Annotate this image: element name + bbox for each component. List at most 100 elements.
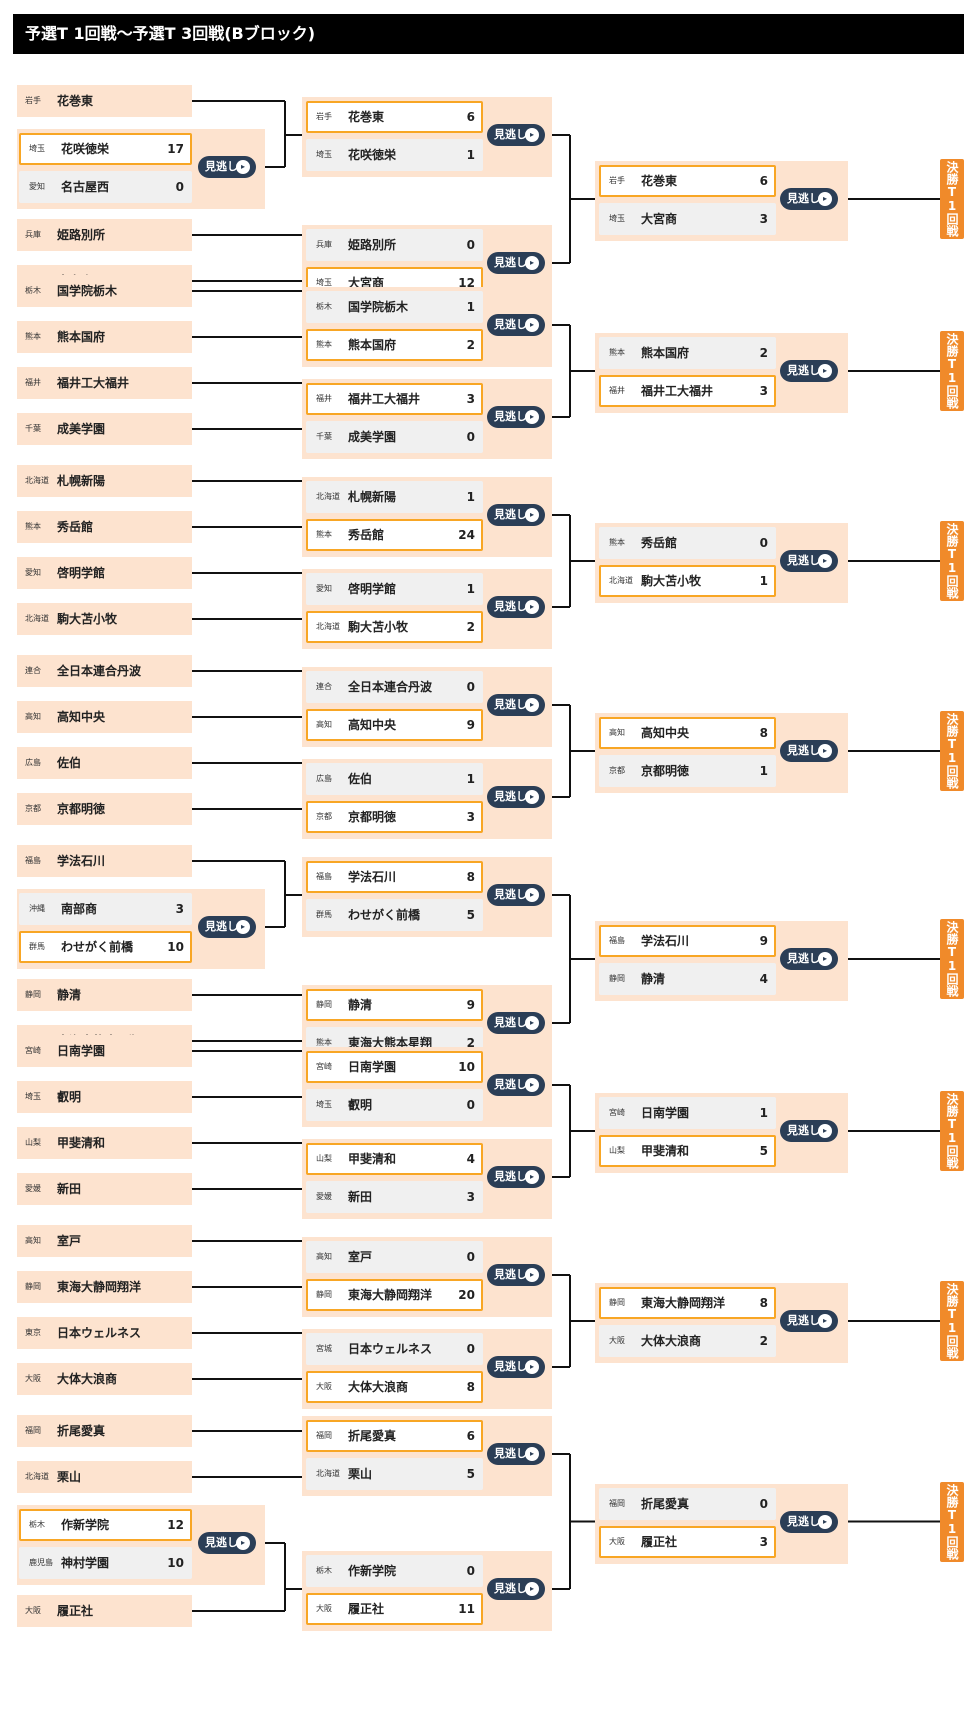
team-prefecture: 北海道: [25, 476, 49, 485]
team-name: 高知中央: [57, 710, 106, 724]
team-name: 駒大苫小牧: [641, 574, 702, 588]
watch-replay-label: 見逃し: [494, 1078, 527, 1091]
team-prefecture: 高知: [25, 712, 41, 721]
team-score: 1: [759, 1106, 768, 1120]
team-name: 高知中央: [641, 726, 690, 740]
team-prefecture: 高知: [609, 728, 625, 737]
team-score: 1: [759, 574, 768, 588]
watch-replay-button[interactable]: 見逃し▸: [487, 694, 545, 716]
watch-replay-label: 見逃し: [494, 318, 527, 331]
watch-replay-button[interactable]: 見逃し▸: [780, 1120, 838, 1142]
team-score: 1: [466, 772, 475, 786]
team-score: 9: [466, 998, 475, 1012]
final-tournament-first-round-tag[interactable]: 決勝T1回戦: [940, 711, 964, 791]
watch-replay-button[interactable]: 見逃し▸: [487, 252, 545, 274]
team-score: 11: [458, 1602, 475, 1616]
final-tournament-first-round-tag[interactable]: 決勝T1回戦: [940, 1481, 964, 1562]
watch-replay-button[interactable]: 見逃し▸: [487, 1356, 545, 1378]
watch-replay-label: 見逃し: [787, 1124, 820, 1137]
team-score: 9: [759, 934, 768, 948]
watch-replay-button[interactable]: 見逃し▸: [198, 1532, 256, 1554]
final-tournament-first-round-tag[interactable]: 決勝T1回戦: [940, 1091, 964, 1171]
first-round-team: 宮崎日南学園: [17, 1035, 192, 1067]
first-round-team: 広島佐伯: [17, 747, 192, 779]
play-arrow-icon: ▸: [525, 1582, 539, 1596]
first-round-team: 熊本熊本国府: [17, 321, 192, 353]
watch-replay-button[interactable]: 見逃し▸: [487, 124, 545, 146]
watch-replay-button[interactable]: 見逃し▸: [487, 1012, 545, 1034]
team-name: 佐伯: [348, 772, 373, 786]
team-prefecture: 大阪: [609, 1536, 625, 1546]
watch-replay-button[interactable]: 見逃し▸: [780, 740, 838, 762]
watch-replay-button[interactable]: 見逃し▸: [487, 504, 545, 526]
team-name: 日本ウェルネス: [348, 1342, 433, 1356]
watch-replay-button[interactable]: 見逃し▸: [487, 1264, 545, 1286]
team-name: 学法石川: [641, 934, 690, 948]
watch-replay-button[interactable]: 見逃し▸: [780, 948, 838, 970]
first-round-team: 静岡静清: [17, 979, 192, 1011]
team-prefecture: 高知: [25, 1236, 41, 1245]
team-prefecture: 北海道: [316, 1469, 340, 1478]
first-round-team: 栃木国学院栃木: [17, 275, 192, 307]
watch-replay-button[interactable]: 見逃し▸: [487, 1578, 545, 1600]
team-name: 姫路別所: [57, 228, 106, 242]
watch-replay-button[interactable]: 見逃し▸: [487, 786, 545, 808]
team-prefecture: 高知: [316, 720, 332, 729]
watch-replay-button[interactable]: 見逃し▸: [780, 1510, 838, 1533]
team-prefecture: 熊本: [25, 332, 41, 341]
team-score: 1: [466, 490, 475, 504]
watch-replay-button[interactable]: 見逃し▸: [780, 550, 838, 572]
final-tournament-first-round-tag[interactable]: 決勝T1回戦: [940, 331, 964, 411]
watch-replay-label: 見逃し: [494, 410, 527, 423]
final-tournament-first-round-tag[interactable]: 決勝T1回戦: [940, 159, 964, 239]
play-arrow-icon: ▸: [236, 160, 250, 174]
team-prefecture: 埼玉: [609, 214, 625, 223]
watch-replay-button[interactable]: 見逃し▸: [487, 1443, 545, 1465]
team-name: 花咲徳栄: [348, 148, 397, 162]
watch-replay-button[interactable]: 見逃し▸: [487, 314, 545, 336]
team-score: 2: [759, 1334, 768, 1348]
watch-replay-button[interactable]: 見逃し▸: [198, 916, 256, 938]
watch-replay-button[interactable]: 見逃し▸: [198, 156, 256, 178]
team-name: 大体大浪商: [57, 1372, 118, 1386]
team-name: 学法石川: [57, 854, 106, 868]
watch-replay-button[interactable]: 見逃し▸: [487, 1074, 545, 1096]
team-name: 全日本連合丹波: [57, 664, 142, 678]
team-name: 東海大静岡翔洋: [57, 1280, 142, 1294]
watch-replay-button[interactable]: 見逃し▸: [487, 1166, 545, 1188]
team-name: 履正社: [348, 1602, 385, 1616]
team-prefecture: 埼玉: [25, 1092, 41, 1101]
first-round-team: 兵庫姫路別所: [17, 219, 192, 251]
play-arrow-icon: ▸: [525, 1170, 539, 1184]
watch-replay-label: 見逃し: [205, 160, 238, 173]
team-score: 12: [458, 276, 475, 290]
watch-replay-button[interactable]: 見逃し▸: [487, 884, 545, 906]
play-arrow-icon: ▸: [818, 192, 832, 206]
team-name: 栗山: [57, 1470, 82, 1484]
team-name: 京都明徳: [641, 764, 690, 778]
watch-replay-button[interactable]: 見逃し▸: [487, 406, 545, 428]
watch-replay-button[interactable]: 見逃し▸: [487, 596, 545, 618]
team-score: 0: [466, 430, 475, 444]
watch-replay-button[interactable]: 見逃し▸: [780, 1310, 838, 1332]
watch-replay-button[interactable]: 見逃し▸: [780, 188, 838, 210]
watch-replay-button[interactable]: 見逃し▸: [780, 360, 838, 382]
final-tournament-first-round-tag[interactable]: 決勝T1回戦: [940, 521, 964, 601]
team-score: 0: [759, 536, 768, 550]
team-name: 成美学園: [348, 430, 397, 444]
final-tournament-first-round-tag[interactable]: 決勝T1回戦: [940, 1281, 964, 1361]
final-tournament-first-round-tag[interactable]: 決勝T1回戦: [940, 919, 964, 999]
